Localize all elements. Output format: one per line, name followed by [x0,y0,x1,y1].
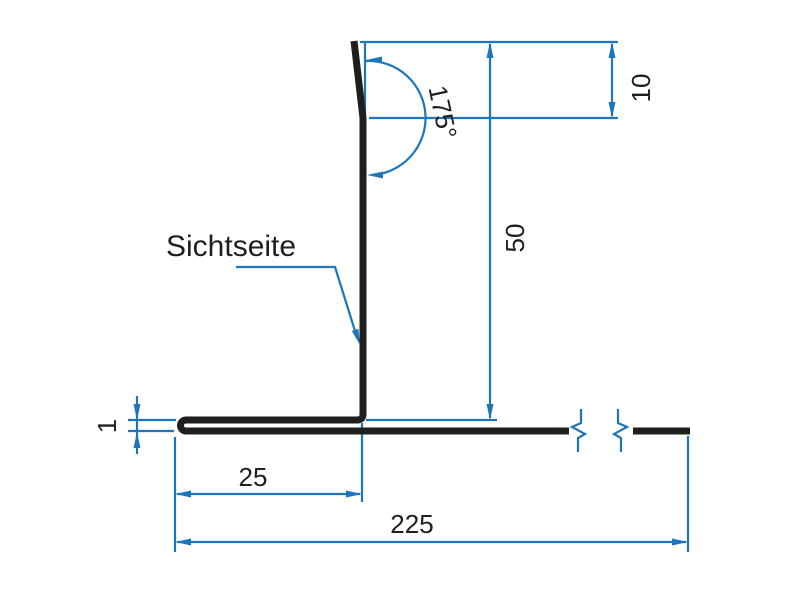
break-symbols [569,409,630,452]
arrowhead-left-icon [366,56,382,64]
arrowhead-up-icon [133,432,141,448]
break-mark-icon [569,409,588,452]
visible-side-label: Sichtseite [166,230,296,263]
dimension-25: 25 [175,462,362,498]
arrowhead-down-icon [608,102,616,118]
leader-arrowhead-icon [351,328,360,345]
extension-lines [128,40,690,552]
arrowhead-right-icon [346,490,362,498]
dimension-text-1: 1 [92,419,122,433]
dimension-text-50: 50 [500,224,530,253]
dimension-text-225: 225 [390,509,433,539]
arrowhead-up-icon [608,42,616,58]
dimension-1: 1 [92,396,141,454]
dimension-50: 50 [486,42,530,420]
dimension-text-25: 25 [239,462,268,492]
dimension-225: 225 [175,509,688,546]
arrowhead-left-icon [175,490,191,498]
arrowhead-down-icon [486,404,494,420]
dimension-10: 10 [608,42,656,118]
break-mark-icon [611,409,630,452]
leader-line [236,265,357,332]
profile-outline-main [177,40,569,435]
sheet-profile [177,40,690,435]
visible-side-callout: Sichtseite [166,230,360,345]
angle-dimension-arc [365,59,427,177]
arrowhead-up-icon [486,42,494,58]
dimension-text-10: 10 [626,74,656,103]
arrowhead-right-icon [672,538,688,546]
arrowhead-down-icon [133,404,141,420]
arrowhead-left-icon [175,538,191,546]
arrowhead-left-icon [367,171,383,179]
dimension-text-angle: 175° [423,83,464,142]
